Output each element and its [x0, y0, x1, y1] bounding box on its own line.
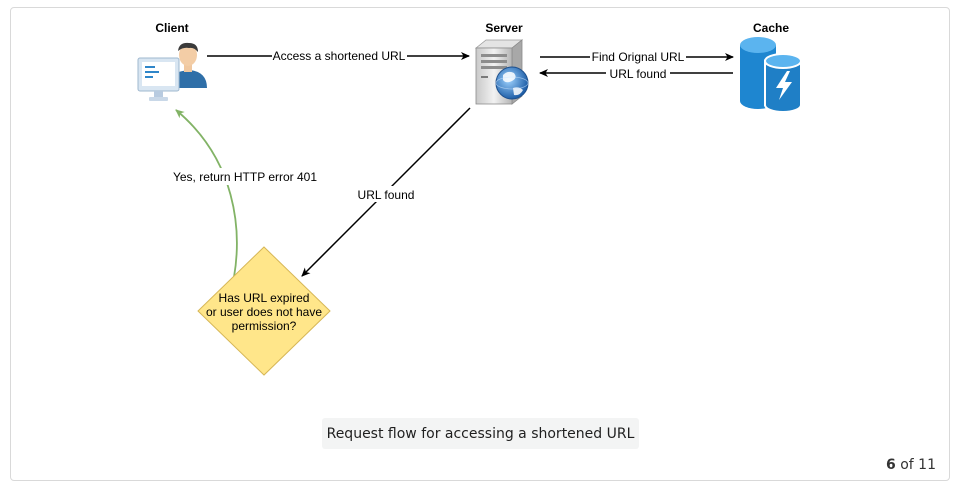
decision-line-1: Has URL expired — [219, 291, 310, 305]
decision-line-3: permission? — [232, 319, 297, 333]
cache-database-icon — [740, 37, 802, 113]
decision-diamond — [197, 246, 331, 376]
decision-line-2: or user does not have — [206, 305, 322, 319]
figure-caption: Request flow for accessing a shortened U… — [322, 418, 639, 449]
web-server-globe-icon — [474, 39, 529, 105]
edge-label-return-http-401: Yes, return HTTP error 401 — [173, 170, 317, 184]
edge-label-access-shortened-url: Access a shortened URL — [273, 49, 406, 63]
server-title: Server — [485, 21, 523, 35]
cache-title: Cache — [753, 21, 789, 35]
edge-label-find-original-url: Find Orignal URL — [592, 50, 685, 64]
edge-label-url-found-decision: URL found — [358, 188, 415, 202]
edge-label-url-found-cache: URL found — [610, 67, 667, 81]
client-title: Client — [155, 21, 188, 35]
slide-pager: 6 of 11 — [886, 457, 936, 473]
edge-decision-to-client — [175, 109, 238, 278]
pager-current: 6 — [886, 457, 896, 473]
user-monitor-icon — [137, 42, 207, 101]
pager-total: 11 — [918, 457, 936, 473]
pager-separator: of — [900, 457, 914, 473]
